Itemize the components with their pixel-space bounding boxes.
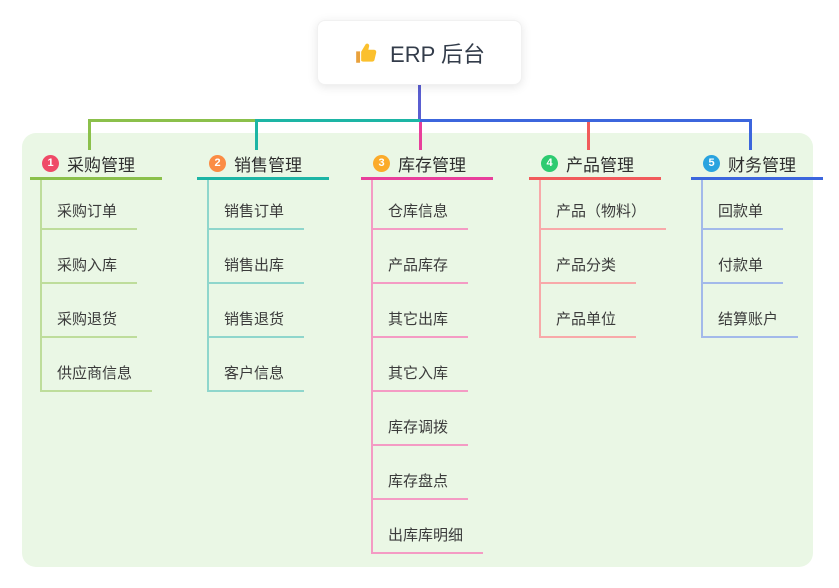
mindmap-node[interactable]: 采购订单 [40,201,138,230]
branch-header-5[interactable]: 5 财务管理 [691,150,823,180]
connector-line [87,119,255,122]
branch-child-spine [701,180,703,338]
branch-header-2[interactable]: 2 销售管理 [197,150,329,180]
connector-line [417,83,421,122]
mindmap-node[interactable]: 其它入库 [371,363,469,392]
connector-line [586,122,590,150]
mindmap-node[interactable]: 供应商信息 [40,363,153,392]
mindmap-node[interactable]: 回款单 [701,201,784,230]
connector-line [748,119,752,150]
branch-number-badge-icon: 1 [42,155,59,172]
branch-number-badge-icon: 3 [373,155,390,172]
branch-label: 库存管理 [398,156,466,175]
branch-header-3[interactable]: 3 库存管理 [361,150,493,180]
branch-label: 采购管理 [67,156,135,175]
branch-child-spine [40,180,42,392]
branch-header-4[interactable]: 4 产品管理 [529,150,661,180]
branch-child-spine [207,180,209,392]
branch-number-badge-icon: 5 [703,155,720,172]
mindmap-node[interactable]: 产品单位 [539,309,637,338]
mindmap-node[interactable]: 采购退货 [40,309,138,338]
branch-number-badge-icon: 2 [209,155,226,172]
branch-label: 销售管理 [234,156,302,175]
mindmap-node[interactable]: 结算账户 [701,309,799,338]
connector-line [254,119,420,122]
root-node[interactable]: ERP 后台 [317,20,522,85]
mindmap-node[interactable]: 库存调拨 [371,417,469,446]
mindmap-node[interactable]: 其它出库 [371,309,469,338]
background-panel [22,133,813,567]
connector-line [418,122,422,150]
branch-number-badge-icon: 4 [541,155,558,172]
mindmap-node[interactable]: 仓库信息 [371,201,469,230]
mindmap-node[interactable]: 销售退货 [207,309,305,338]
mindmap-node[interactable]: 销售订单 [207,201,305,230]
connector-line [420,119,752,122]
branch-child-spine [371,180,373,554]
branch-header-1[interactable]: 1 采购管理 [30,150,162,180]
mindmap-node[interactable]: 采购入库 [40,255,138,284]
branch-label: 产品管理 [566,156,634,175]
mindmap-node[interactable]: 客户信息 [207,363,305,392]
mindmap-node[interactable]: 产品库存 [371,255,469,284]
root-label: ERP 后台 [390,41,485,67]
thumbs-up-icon [354,40,380,66]
connector-line [254,119,258,150]
branch-child-spine [539,180,541,338]
mindmap-node[interactable]: 产品（物料） [539,201,667,230]
mindmap-node[interactable]: 产品分类 [539,255,637,284]
mindmap-node[interactable]: 出库库明细 [371,525,484,554]
connector-line [87,119,91,150]
mindmap-node[interactable]: 库存盘点 [371,471,469,500]
mindmap-node[interactable]: 付款单 [701,255,784,284]
mindmap-node[interactable]: 销售出库 [207,255,305,284]
branch-label: 财务管理 [728,156,796,175]
